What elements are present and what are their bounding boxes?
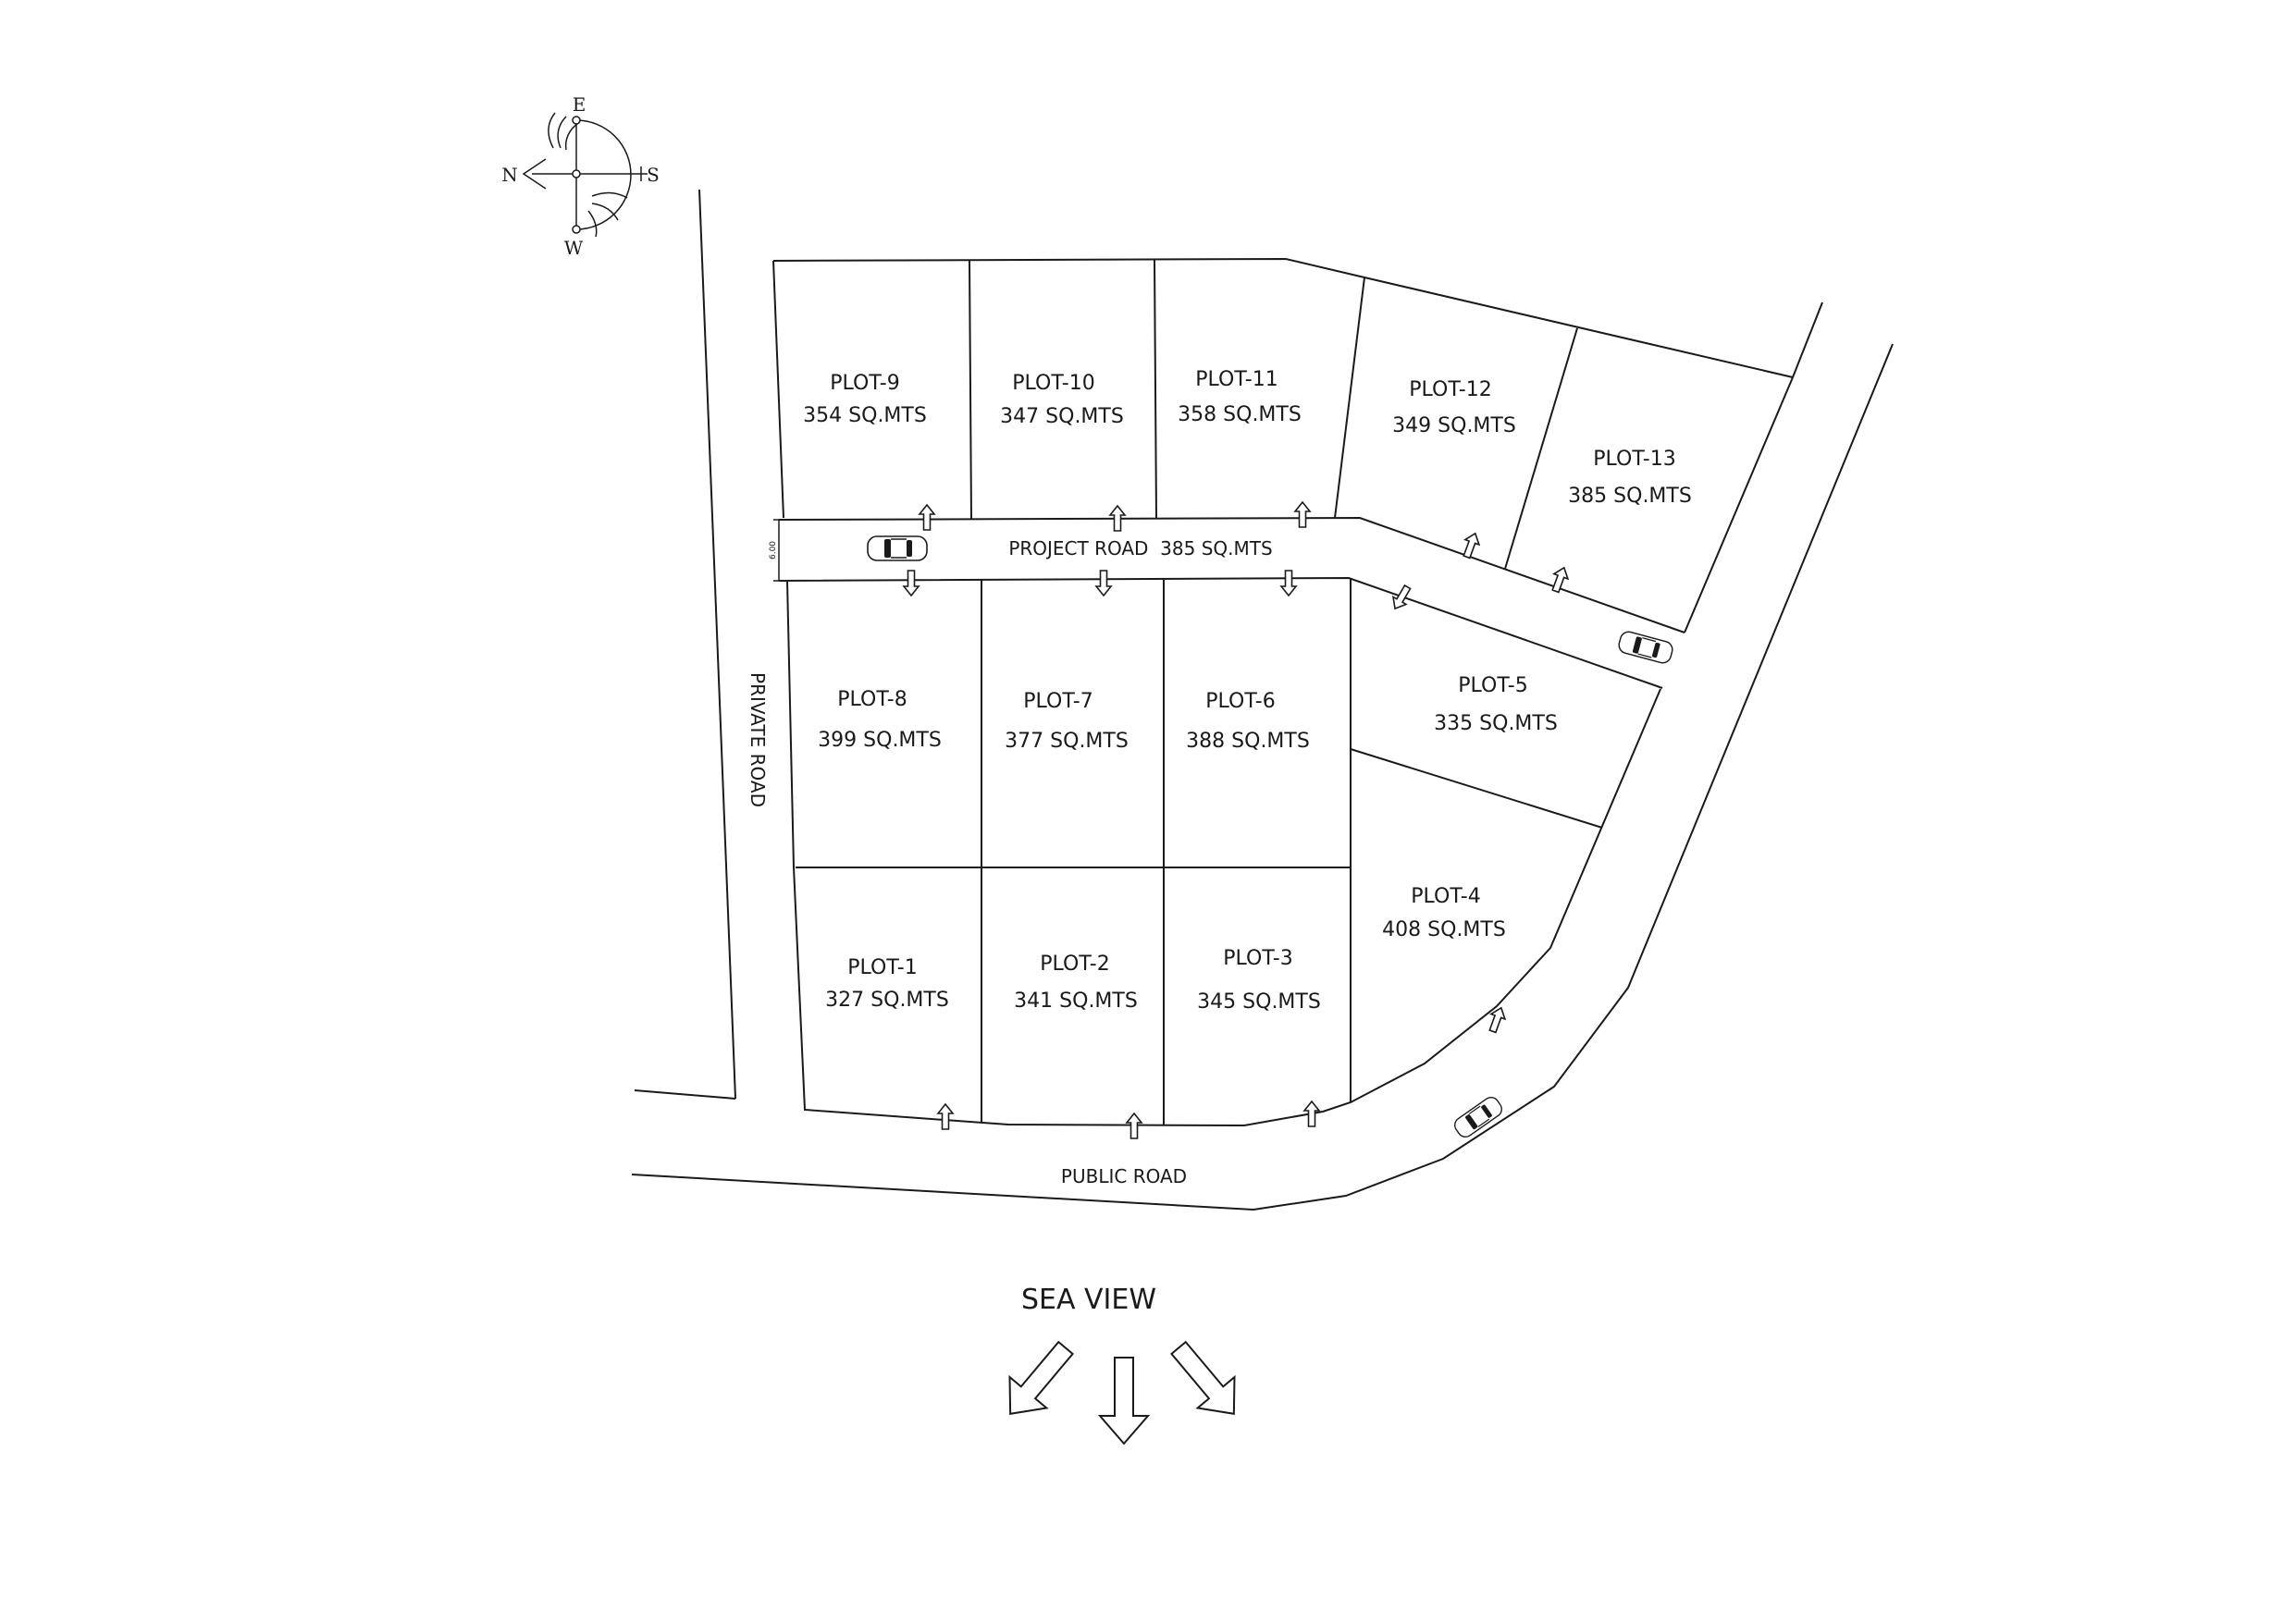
plot-5-area: 335 SQ.MTS xyxy=(1434,712,1558,735)
arrow-plot-7-icon xyxy=(1095,570,1112,596)
arrow-plot-5-icon xyxy=(1388,582,1415,613)
plot-9-area: 354 SQ.MTS xyxy=(803,404,927,427)
arrow-plot-4-icon xyxy=(1485,1004,1510,1035)
arrow-plot-13-icon xyxy=(1548,564,1573,595)
compass: E W N S xyxy=(501,93,660,259)
plot-2-name: PLOT-2 xyxy=(1040,953,1109,976)
sea-view: SEA VIEW xyxy=(991,1284,1253,1445)
plot-8-area: 399 SQ.MTS xyxy=(818,729,942,752)
sea-view-label: SEA VIEW xyxy=(1021,1284,1156,1316)
compass-west-label: W xyxy=(564,237,584,259)
plot-7-name: PLOT-7 xyxy=(1023,690,1092,713)
cars xyxy=(867,535,1675,1141)
car-east-road-icon xyxy=(1616,629,1675,666)
road-labels: PROJECT ROAD 385 SQ.MTS PUBLIC ROAD PRIV… xyxy=(747,537,1273,1187)
arrow-plot-12-icon xyxy=(1459,530,1484,560)
plot-10-name: PLOT-10 xyxy=(1012,372,1094,395)
compass-east-label: E xyxy=(573,93,586,116)
public-road-edges xyxy=(631,343,1894,1211)
plot-12-area: 349 SQ.MTS xyxy=(1392,414,1516,437)
plot-3-name: PLOT-3 xyxy=(1223,947,1292,970)
plot-7-area: 377 SQ.MTS xyxy=(1005,730,1129,753)
plot-4-name: PLOT-4 xyxy=(1411,885,1480,908)
project-road xyxy=(773,516,1685,689)
road-width-dim: 6.00 xyxy=(769,541,778,559)
private-road-edges xyxy=(634,189,736,1100)
compass-north-label: N xyxy=(501,164,518,186)
site-boundary xyxy=(772,257,1823,1127)
sea-arrow-left-icon xyxy=(991,1331,1085,1431)
public-road-label: PUBLIC ROAD xyxy=(1061,1165,1187,1187)
plot-9-name: PLOT-9 xyxy=(830,372,899,395)
car-project-road-icon xyxy=(867,535,928,561)
arrow-plot-11-icon xyxy=(1294,501,1311,528)
access-arrows xyxy=(903,501,1573,1139)
sea-arrow-down-icon xyxy=(1099,1357,1149,1445)
plot-4-area: 408 SQ.MTS xyxy=(1382,918,1506,941)
plot-1-area: 327 SQ.MTS xyxy=(825,989,949,1012)
plot-6-name: PLOT-6 xyxy=(1205,690,1275,713)
arrow-plot-1-icon xyxy=(937,1103,954,1130)
plot-10-area: 347 SQ.MTS xyxy=(1000,405,1124,428)
sea-arrow-right-icon xyxy=(1159,1331,1253,1431)
plot-11-area: 358 SQ.MTS xyxy=(1178,403,1302,426)
plot-13-name: PLOT-13 xyxy=(1593,448,1675,471)
car-public-road-icon xyxy=(1450,1093,1506,1141)
arrow-plot-9-icon xyxy=(919,504,935,531)
arrow-plot-6-icon xyxy=(1280,570,1297,596)
plot-8-name: PLOT-8 xyxy=(837,688,907,711)
plot-labels: PLOT-9 354 SQ.MTS PLOT-10 347 SQ.MTS PLO… xyxy=(803,368,1692,1014)
plot-3-area: 345 SQ.MTS xyxy=(1197,990,1321,1014)
compass-south-label: S xyxy=(647,164,660,186)
plot-2-area: 341 SQ.MTS xyxy=(1014,990,1138,1013)
plot-lines xyxy=(796,259,1603,1125)
plot-5-name: PLOT-5 xyxy=(1458,674,1527,697)
private-road-label: PRIVATE ROAD xyxy=(747,672,769,807)
project-road-label: PROJECT ROAD 385 SQ.MTS xyxy=(1008,537,1272,559)
plot-6-area: 388 SQ.MTS xyxy=(1186,730,1310,753)
arrow-plot-8-icon xyxy=(903,570,920,596)
plot-13-area: 385 SQ.MTS xyxy=(1568,485,1692,508)
plot-12-name: PLOT-12 xyxy=(1409,378,1491,401)
plot-1-name: PLOT-1 xyxy=(847,956,917,979)
plot-11-name: PLOT-11 xyxy=(1195,368,1278,391)
